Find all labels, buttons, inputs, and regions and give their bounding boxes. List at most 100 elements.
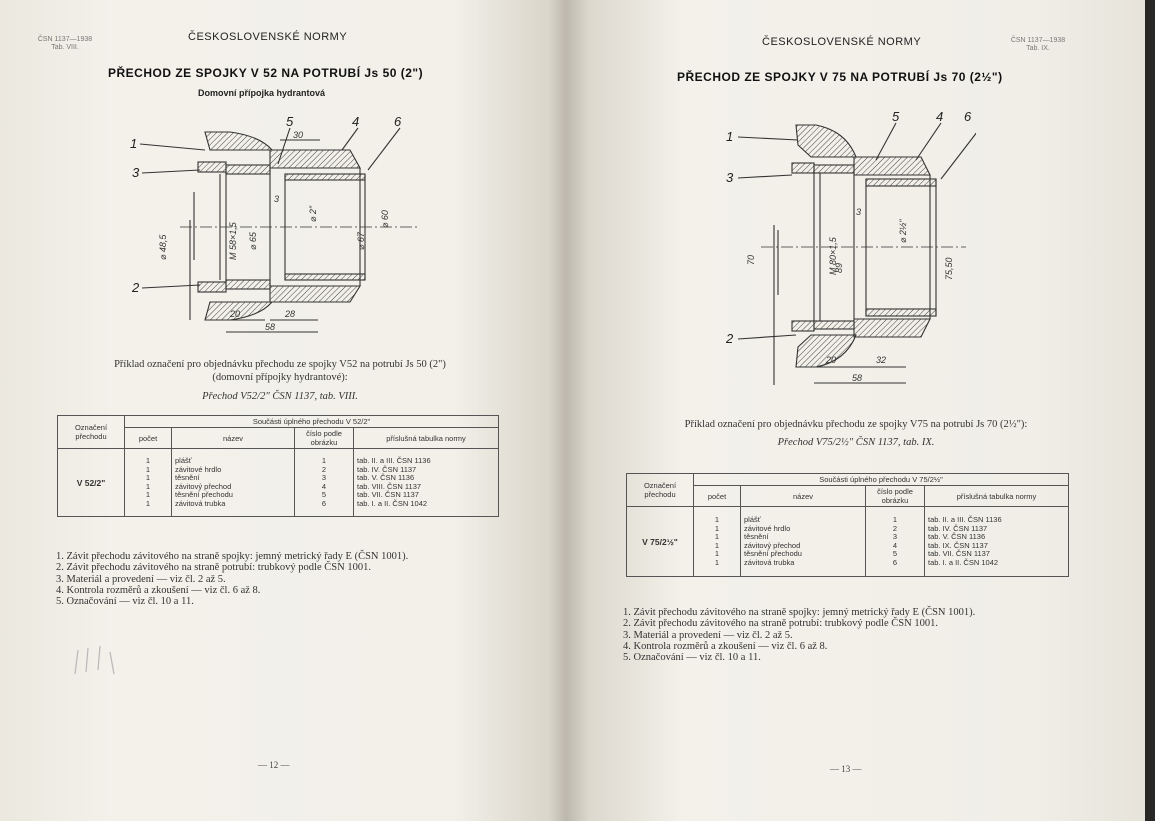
thread-m58: M 58×1,5 xyxy=(228,221,238,260)
note-item: 2. Závit přechodu závitového na straně p… xyxy=(56,562,371,574)
col-group-header: Součásti úplného přechodu V 75/2½" xyxy=(693,473,1069,486)
callout-6: 6 xyxy=(394,114,402,129)
callout-2: 2 xyxy=(725,331,734,346)
header-title: ČESKOSLOVENSKÉ NORMY xyxy=(188,31,348,43)
figure-number: 6 xyxy=(321,498,327,508)
dia-75-50: 75,50 xyxy=(944,257,954,280)
figure-number: 4 xyxy=(892,540,898,550)
page-number: — 13 — xyxy=(830,764,862,774)
dia-89: 89 xyxy=(834,263,844,273)
pencil-marks xyxy=(74,645,115,675)
note-item: 5. Označování — viz čl. 10 a 11. xyxy=(623,652,761,664)
notes-list: 1. Závit přechodu závitového na straně s… xyxy=(56,551,408,607)
figure-number: 3 xyxy=(892,532,898,541)
table-ref: tab. I. a II. ČSN 1042 xyxy=(928,557,999,567)
table-ref: tab. V. ČSN 1136 xyxy=(357,473,415,482)
standard-number: ČSN 1137—1938 xyxy=(1010,37,1066,44)
col-count-header: počet xyxy=(693,485,741,507)
order-example-line: (domovní přípojky hydrantové): xyxy=(212,372,348,383)
figure-number: 3 xyxy=(321,473,327,482)
figure-number: 2 xyxy=(892,523,898,533)
order-example-line: Příklad označení pro objednávku přechodu… xyxy=(114,359,446,370)
note-item: 2. Závit přechodu závitového na straně p… xyxy=(623,618,938,630)
col-designation-header: Označení přechodu xyxy=(626,473,694,507)
dim-28: 28 xyxy=(284,309,295,319)
col-figure-header: číslo podle obrázku xyxy=(865,485,925,507)
header-title: ČESKOSLOVENSKÉ NORMY xyxy=(762,36,922,48)
callout-3: 3 xyxy=(726,170,734,185)
note-item: 3. Materiál a provedení — viz čl. 2 až 5… xyxy=(623,629,793,641)
figure-number: 4 xyxy=(321,481,327,491)
count-value: 1 xyxy=(145,481,151,491)
table-number: Tab. IX. xyxy=(1026,45,1050,52)
count-value: 1 xyxy=(145,473,151,482)
dim-20: 20 xyxy=(229,309,240,319)
callout-5: 5 xyxy=(892,109,900,124)
table-ref: tab. IV. ČSN 1137 xyxy=(928,523,988,533)
part-name: závitová trubka xyxy=(175,498,226,508)
callout-4: 4 xyxy=(936,109,943,124)
count-value: 1 xyxy=(714,532,720,541)
table-number: Tab. VIII. xyxy=(51,44,79,51)
part-name: plášť xyxy=(744,515,761,524)
callout-5: 5 xyxy=(286,114,294,129)
order-example: Příklad označení pro objednávku přechodu… xyxy=(40,358,520,384)
right-page: ČESKOSLOVENSKÉ NORMY ČSN 1137—1938 Tab. … xyxy=(566,0,1150,821)
note-item: 1. Závit přechodu závitového na straně s… xyxy=(56,551,409,562)
dia-67: ⌀ 67 xyxy=(356,231,366,250)
order-example-code: Přechod V52/2" ČSN 1137, tab. VIII. xyxy=(202,391,358,402)
technical-drawing-v52: 1 3 2 5 4 6 30 20 28 58 3 ⌀ 48,5 M 58×1,… xyxy=(130,114,420,333)
dim-58: 58 xyxy=(265,322,275,332)
dim-58: 58 xyxy=(852,373,862,383)
note-item: 4. Kontrola rozměrů a zkoušení — viz čl.… xyxy=(56,584,261,596)
table-ref: tab. VII. ČSN 1137 xyxy=(357,490,419,499)
table-ref: tab. VIII. ČSN 1137 xyxy=(357,481,422,491)
figure-number: 1 xyxy=(321,456,327,465)
part-name: plášť xyxy=(175,456,192,465)
callout-1: 1 xyxy=(726,129,733,144)
table-ref: tab. V. ČSN 1136 xyxy=(928,532,986,541)
parts-table-v75: Označení přechodu Součásti úplného přech… xyxy=(626,473,1069,577)
figure-number: 1 xyxy=(892,515,898,524)
dim-3: 3 xyxy=(274,194,279,204)
count-value: 1 xyxy=(714,540,720,550)
parts-table-v52: Označení přechodu Součásti úplného přech… xyxy=(57,415,499,517)
part-name: těsnění xyxy=(744,532,769,541)
designation-cell: V 52/2" xyxy=(57,448,125,517)
figure-number: 5 xyxy=(321,490,327,499)
dia-48-5: ⌀ 48,5 xyxy=(158,234,168,260)
notes-list: 1. Závit přechodu závitového na straně s… xyxy=(623,607,975,663)
col-table-header: příslušná tabulka normy xyxy=(353,427,499,449)
order-example: Příklad označení pro objednávku přechodu… xyxy=(684,419,1028,430)
dia-60: ⌀ 60 xyxy=(380,210,390,228)
note-item: 3. Materiál a provedení — viz čl. 2 až 5… xyxy=(56,573,226,585)
col-figure-header: číslo podle obrázku xyxy=(294,427,354,449)
part-name: těsnění xyxy=(175,473,200,482)
callout-1: 1 xyxy=(130,136,137,151)
part-name: závitová trubka xyxy=(744,557,795,567)
table-ref: tab. I. a II. ČSN 1042 xyxy=(357,498,428,508)
dia-70: 70 xyxy=(746,255,756,265)
standard-code: ČSN 1137—1938 Tab. VIII. xyxy=(30,36,100,52)
table-ref: tab. VII. ČSN 1137 xyxy=(928,549,990,558)
table-ref: tab. IX. ČSN 1137 xyxy=(928,540,988,550)
dia-2in: ⌀ 2" xyxy=(308,205,318,222)
page-subtitle: Domovní přípojka hydrantová xyxy=(198,88,326,98)
standard-number: ČSN 1137—1938 xyxy=(37,36,93,43)
figure-number: 6 xyxy=(892,557,898,567)
part-name: závitové hrdlo xyxy=(744,523,791,533)
count-value: 1 xyxy=(145,490,151,499)
figure-number: 5 xyxy=(892,549,898,558)
col-designation-header: Označení přechodu xyxy=(57,415,125,449)
page-number: — 12 — xyxy=(258,760,290,770)
table-ref: tab. II. a III. ČSN 1136 xyxy=(928,515,1002,524)
note-item: 5. Označování — viz čl. 10 a 11. xyxy=(56,596,194,608)
part-name: těsnění přechodu xyxy=(744,549,802,558)
col-group-header: Součásti úplného přechodu V 52/2" xyxy=(124,415,499,428)
dia-65: ⌀ 65 xyxy=(248,231,258,250)
dim-20: 20 xyxy=(825,355,836,365)
